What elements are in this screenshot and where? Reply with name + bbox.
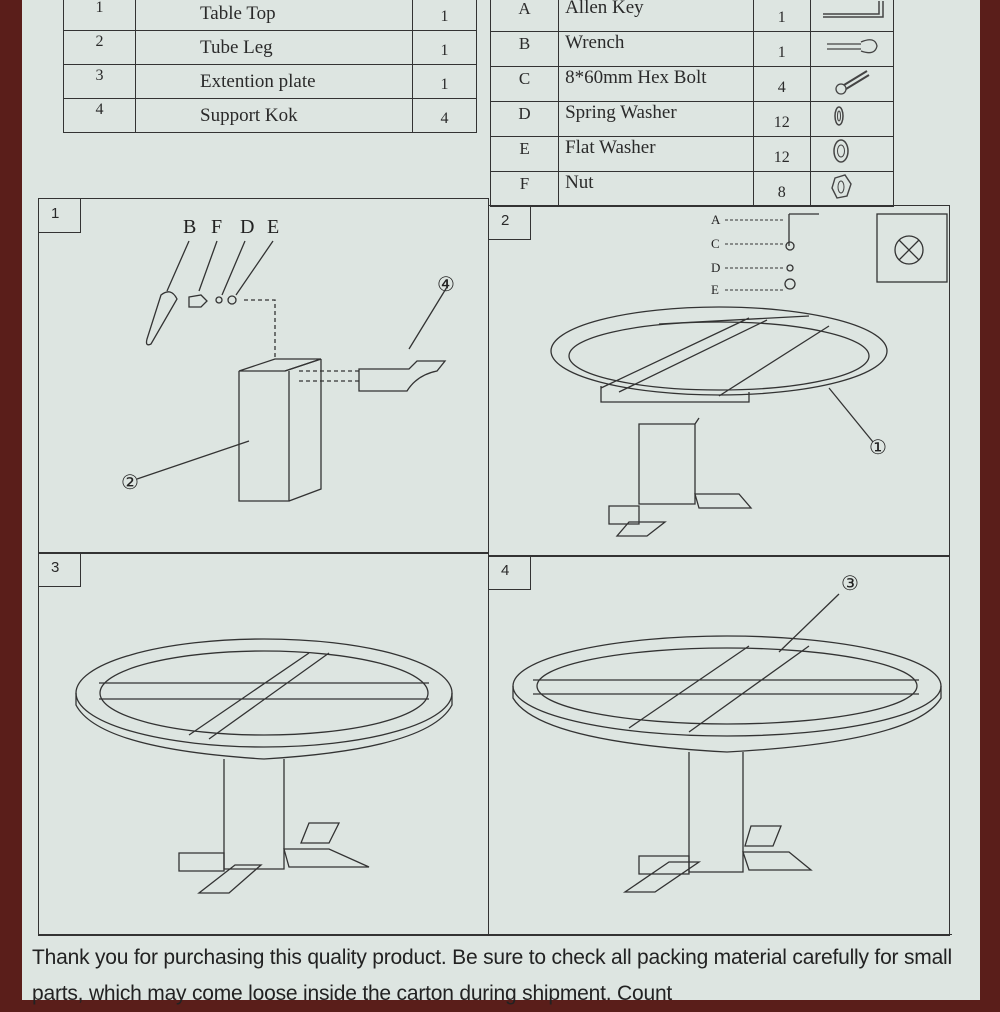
- label-b: B: [183, 216, 196, 238]
- hex-bolt-icon: [810, 66, 894, 102]
- part-name: Tube Leg: [135, 30, 413, 65]
- hw-code: A: [489, 0, 560, 32]
- label-e: E: [267, 216, 279, 238]
- hw-name: Wrench: [558, 31, 754, 67]
- part-qty: 1: [412, 64, 477, 99]
- label-c: C: [711, 236, 720, 251]
- hw-code: B: [489, 31, 560, 67]
- step-3-illustration: [75, 638, 453, 894]
- label-f: F: [211, 216, 222, 238]
- hw-code: F: [489, 171, 560, 207]
- label-e: E: [711, 282, 719, 297]
- step-2-illustration: A C D E ①: [550, 212, 948, 537]
- step-number: 2: [489, 206, 531, 240]
- hw-qty: 8: [752, 171, 812, 207]
- hw-name: Flat Washer: [558, 136, 754, 172]
- hw-name: Nut: [558, 171, 754, 207]
- callout-4: ④: [437, 274, 455, 296]
- allen-key-icon: [810, 0, 894, 32]
- nut-icon: [810, 171, 894, 207]
- part-name: Support Kok: [135, 98, 413, 133]
- hw-code: D: [489, 101, 560, 137]
- part-name: Table Top: [135, 0, 413, 31]
- hw-qty: 1: [752, 31, 812, 67]
- part-qty: 4: [412, 98, 477, 133]
- label-d: D: [240, 216, 254, 238]
- divider: [38, 934, 952, 935]
- label-a: A: [711, 212, 721, 227]
- hw-qty: 1: [752, 0, 812, 32]
- step-number: 3: [39, 553, 81, 587]
- wrench-icon: [810, 31, 894, 67]
- part-qty: 1: [412, 30, 477, 65]
- spring-washer-icon: [810, 101, 894, 137]
- callout-2: ②: [121, 472, 139, 494]
- step-1-panel: 1 B F D E ④ ②: [38, 198, 489, 554]
- step-2-panel: 2 A C D E ①: [488, 205, 950, 557]
- step-4-illustration: ③: [512, 573, 942, 893]
- part-number: 1: [63, 0, 136, 31]
- callout-3: ③: [841, 573, 859, 595]
- callout-1: ①: [869, 437, 887, 459]
- footer-text: Thank you for purchasing this quality pr…: [32, 946, 952, 1005]
- step-1-illustration: B F D E ④ ②: [121, 216, 455, 502]
- hw-qty: 12: [752, 101, 812, 137]
- hw-code: C: [489, 66, 560, 102]
- step-4-panel: 4 ③: [488, 555, 950, 936]
- hw-code: E: [489, 136, 560, 172]
- hw-name: 8*60mm Hex Bolt: [558, 66, 754, 102]
- flat-washer-icon: [810, 136, 894, 172]
- part-qty: 1: [412, 0, 477, 31]
- hw-name: Allen Key: [558, 0, 754, 32]
- part-name: Extention plate: [135, 64, 413, 99]
- hw-qty: 4: [752, 66, 812, 102]
- step-number: 4: [489, 556, 531, 590]
- step-3-panel: 3: [38, 552, 489, 936]
- hw-qty: 12: [752, 136, 812, 172]
- hw-name: Spring Washer: [558, 101, 754, 137]
- step-number: 1: [39, 199, 81, 233]
- part-number: 2: [63, 30, 136, 65]
- label-d: D: [711, 260, 720, 275]
- part-number: 3: [63, 64, 136, 99]
- part-number: 4: [63, 98, 136, 133]
- wrench-drawing: [145, 291, 178, 346]
